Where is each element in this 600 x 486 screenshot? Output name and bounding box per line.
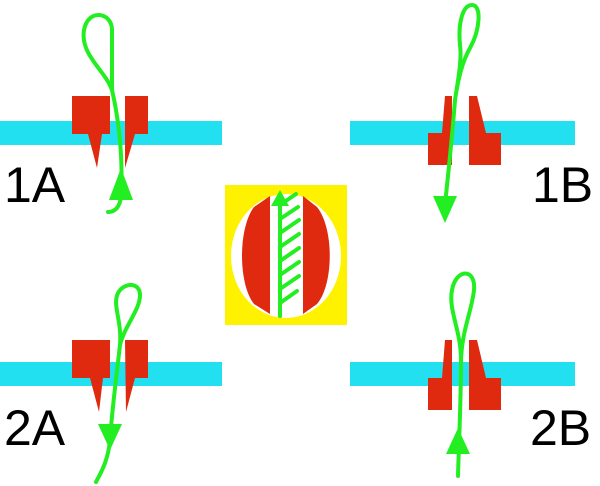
- inset-arrowhead-up: [271, 190, 289, 206]
- pore-2b: [428, 340, 501, 410]
- label-1a: 1A: [4, 157, 66, 213]
- strand-2a: [108, 283, 142, 442]
- arrowhead-down-1b: [433, 196, 457, 223]
- inset-strand-bases: [278, 192, 301, 305]
- panel-2b: 2B: [350, 271, 591, 478]
- label-1b: 1B: [532, 157, 593, 213]
- strand-2a-tail: [94, 438, 112, 484]
- panel-1a: 1A: [0, 13, 222, 214]
- inset-pore-cross-section: [225, 185, 347, 325]
- inset-pore-left: [242, 196, 270, 314]
- pore-1b: [428, 96, 501, 165]
- membrane-1b: [350, 121, 575, 145]
- pore-2a: [72, 340, 148, 412]
- panel-1b: 1B: [350, 3, 593, 223]
- pore-right-half-2a: [125, 340, 148, 412]
- pore-left-half-1a: [72, 96, 110, 168]
- arrowhead-down-2a: [98, 424, 122, 450]
- pore-right-half-1a: [125, 96, 148, 168]
- pore-1a: [72, 96, 148, 168]
- membrane-2a: [0, 362, 222, 386]
- arrowhead-up-1a: [109, 168, 133, 200]
- panel-2a: 2A: [0, 283, 222, 484]
- strand-2b: [449, 271, 477, 478]
- pore-right-half-1b: [469, 96, 501, 165]
- inset-pore-right: [303, 196, 330, 314]
- strand-1b: [443, 3, 481, 207]
- pore-left-half-2a: [72, 340, 110, 412]
- membrane-1a: [0, 121, 222, 145]
- pore-right-half-2b: [469, 340, 501, 410]
- pore-left-half-1b: [428, 96, 452, 165]
- strand-1a: [81, 13, 124, 192]
- label-2b: 2B: [530, 400, 591, 456]
- label-2a: 2A: [4, 400, 66, 456]
- pore-left-half-2b: [428, 340, 452, 410]
- arrowhead-up-2b: [446, 428, 470, 454]
